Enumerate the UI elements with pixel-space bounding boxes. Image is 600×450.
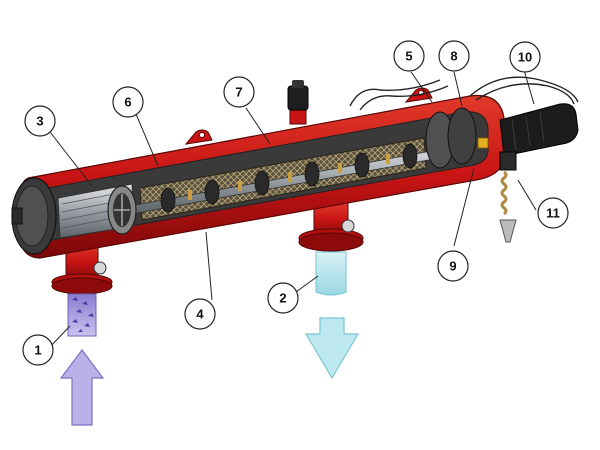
inlet-flow [59,293,105,426]
callout-circle [438,40,470,72]
callout-circle [509,41,541,73]
callout-circle [267,282,299,314]
callout-number: 5 [405,49,412,64]
callout-number: 10 [518,50,532,65]
outlet-flow [304,251,360,380]
electric-motor [499,103,579,157]
callout-circle [437,250,469,282]
callout-6: 6 [112,86,144,118]
flush-valve [499,151,517,243]
callout-number: 4 [196,307,204,322]
callout-circle [223,76,255,108]
callout-number: 3 [36,114,43,129]
callout-1: 1 [22,334,54,366]
callout-2: 2 [267,282,299,314]
piston-chamber [425,107,489,169]
callout-circle [22,334,54,366]
callout-number: 11 [546,206,560,221]
callout-circle [24,105,56,137]
callout-circle [184,298,216,330]
callout-11: 11 [537,197,569,229]
callout-circle [537,197,569,229]
callout-circle [112,86,144,118]
callout-3: 3 [24,105,56,137]
callout-10: 10 [509,41,541,73]
callout-group: 1 2 3 4 5 6 7 8 9 10 11 [22,40,569,366]
callout-number: 7 [235,85,242,100]
support-wheel [107,185,137,235]
callout-5: 5 [393,40,425,72]
callout-number: 6 [124,95,131,110]
callout-number: 1 [34,343,41,358]
outlet-pipe [298,201,364,252]
callout-number: 8 [450,49,457,64]
callout-7: 7 [223,76,255,108]
callout-8: 8 [438,40,470,72]
suction-scanner-shaft [129,143,473,215]
callout-4: 4 [184,298,216,330]
control-tubing [349,76,579,111]
pressure-switch [287,80,309,125]
end-cover [11,177,57,255]
callout-number: 9 [449,259,456,274]
callout-number: 2 [279,291,286,306]
leader-lines [46,69,537,351]
callout-circle [393,40,425,72]
callout-9: 9 [437,250,469,282]
